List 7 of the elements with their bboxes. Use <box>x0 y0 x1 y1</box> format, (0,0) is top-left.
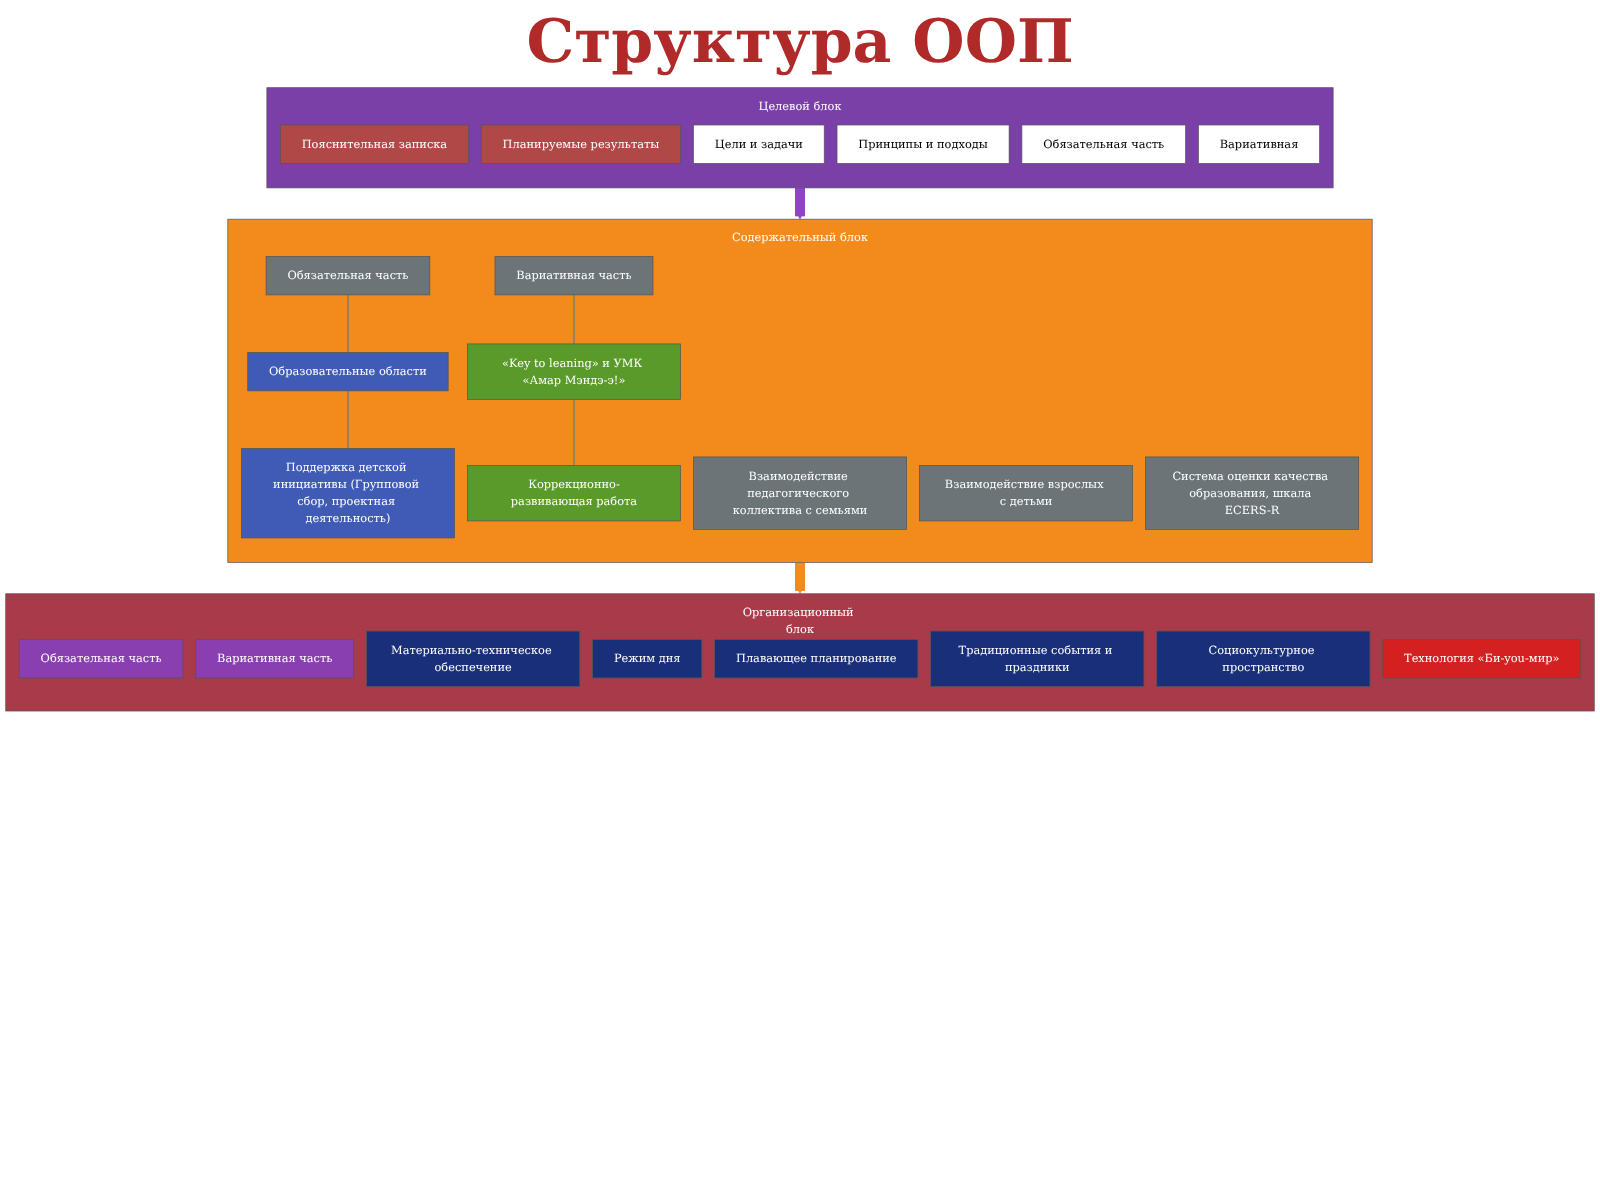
connector <box>347 294 349 354</box>
connector <box>347 390 349 450</box>
arrow <box>795 185 805 220</box>
diagram-title: Структура ООП <box>524 8 1076 78</box>
connector <box>573 398 575 467</box>
arrow <box>795 560 805 595</box>
connector <box>573 294 575 345</box>
